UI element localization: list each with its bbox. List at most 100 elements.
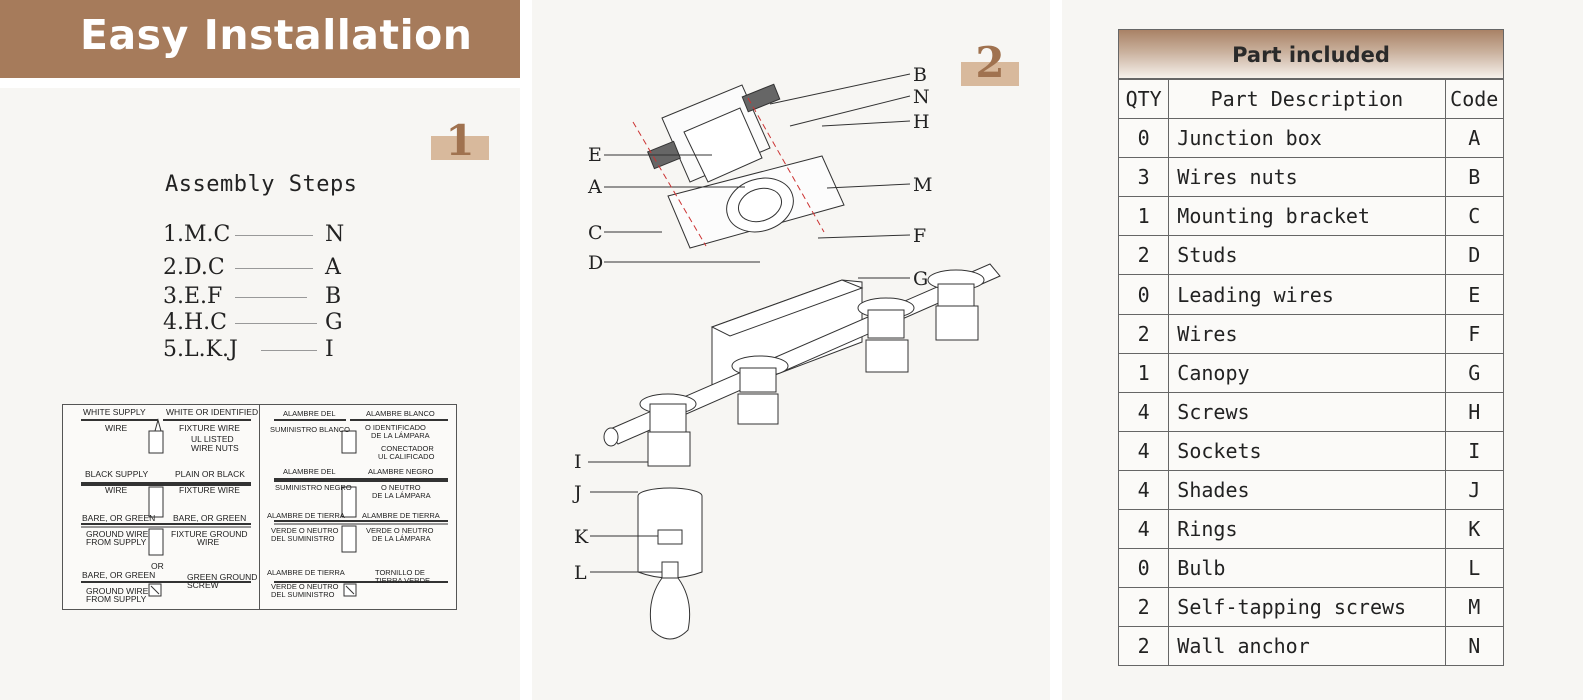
step-target: N (325, 222, 345, 247)
assembly-step: 3.E.F B (163, 284, 363, 312)
label-h: H (913, 111, 930, 133)
description-cell: Wires nuts (1168, 157, 1446, 198)
label: O IDENTIFICADO (365, 423, 426, 432)
label: FROM SUPPLY (86, 594, 147, 604)
description-cell: Mounting bracket (1168, 196, 1446, 237)
label: DEL SUMINISTRO (271, 590, 335, 599)
code-cell: J (1444, 469, 1504, 511)
code-cell: A (1444, 118, 1504, 159)
code-cell: E (1444, 274, 1504, 315)
description-cell: Shades (1168, 469, 1446, 511)
label-i: I (574, 451, 582, 473)
label: ALAMBRE DE TIERRA (362, 511, 440, 520)
step-1-number: 1 (445, 116, 475, 165)
label: GROUND WIRE (86, 529, 149, 539)
step-parts: 1.M.C (163, 222, 231, 247)
step-parts: 2.D.C (163, 255, 225, 280)
code-cell: D (1444, 235, 1504, 276)
step-2-number: 2 (975, 38, 1005, 87)
label: DE LA LÁMPARA (372, 534, 431, 543)
code-cell: G (1444, 352, 1504, 393)
label: VERDE O NEUTRO (271, 526, 339, 535)
table-header-row: QTY Part Description Code (1117, 78, 1504, 120)
label-j: J (574, 482, 582, 504)
description-cell: Bulb (1168, 548, 1446, 589)
label: ALAMBRE DEL (283, 467, 336, 476)
label: TORNILLO DE (375, 568, 425, 577)
description-cell: Self-tapping screws (1168, 587, 1446, 628)
qty-cell: 3 (1117, 157, 1170, 198)
description-cell: Screws (1168, 391, 1446, 432)
qty-cell: 0 (1117, 118, 1170, 159)
label: WIRE NUTS (191, 443, 239, 453)
qty-header: QTY (1117, 78, 1170, 120)
label: OR (151, 561, 164, 571)
qty-cell: 1 (1117, 196, 1170, 237)
assembly-steps-title: Assembly Steps (165, 172, 358, 197)
description-cell: Wall anchor (1168, 626, 1446, 667)
label: DE LA LÁMPARA (372, 491, 431, 500)
description-cell: Studs (1168, 235, 1446, 276)
step-arrow (235, 268, 313, 269)
label: UL LISTED (191, 434, 234, 444)
assembly-step: 2.D.C A (163, 255, 363, 283)
label-m: M (913, 174, 933, 196)
step-target: I (325, 337, 334, 362)
label: UL CALIFICADO (378, 452, 435, 461)
label-e: E (588, 144, 602, 166)
label: BLACK SUPPLY (85, 469, 149, 479)
qty-cell: 4 (1117, 391, 1170, 432)
step-arrow (235, 235, 313, 236)
description-cell: Junction box (1168, 118, 1446, 159)
code-cell: H (1444, 391, 1504, 432)
label: FROM SUPPLY (86, 537, 147, 547)
label: PLAIN OR BLACK (175, 469, 245, 479)
step-target: B (325, 284, 342, 309)
qty-cell: 4 (1117, 509, 1170, 550)
label-a: A (588, 176, 602, 198)
label: O NEUTRO (381, 483, 421, 492)
label: GROUND WIRE (86, 586, 149, 596)
step-2-badge: 2 (961, 42, 1019, 86)
label: TIERRA VERDE (375, 576, 431, 585)
step-parts: 4.H.C (163, 310, 228, 335)
label: WIRE (105, 485, 128, 495)
qty-cell: 4 (1117, 469, 1170, 511)
parts-table-title-bar: Part included (1118, 29, 1504, 79)
label: WIRE (105, 423, 128, 433)
label: BARE, OR GREEN (82, 570, 156, 580)
label: SCREW (187, 580, 219, 590)
label-k: K (574, 526, 589, 548)
step-target: A (325, 255, 341, 280)
code-header: Code (1444, 78, 1504, 120)
label: SUMINISTRO BLANCO (270, 425, 351, 434)
label: BARE, OR GREEN (173, 513, 247, 523)
description-cell: Wires (1168, 313, 1446, 354)
label: ALAMBRE DEL (283, 409, 336, 418)
qty-cell: 2 (1117, 626, 1170, 667)
step-1-badge: 1 (431, 120, 489, 162)
qty-cell: 2 (1117, 235, 1170, 276)
label: FIXTURE WIRE (179, 485, 240, 495)
label-c: C (588, 222, 603, 244)
label: ALAMBRE DE TIERRA (267, 511, 345, 520)
label: WHITE OR IDENTIFIED (166, 407, 259, 417)
description-cell: Sockets (1168, 430, 1446, 471)
step-parts: 3.E.F (163, 284, 223, 309)
label: BARE, OR GREEN (82, 513, 156, 523)
code-cell: I (1444, 430, 1504, 471)
step-arrow (261, 350, 317, 351)
divider (259, 405, 260, 609)
assembly-step: 1.M.C N (163, 222, 363, 250)
label: CONECTADOR (381, 444, 434, 453)
